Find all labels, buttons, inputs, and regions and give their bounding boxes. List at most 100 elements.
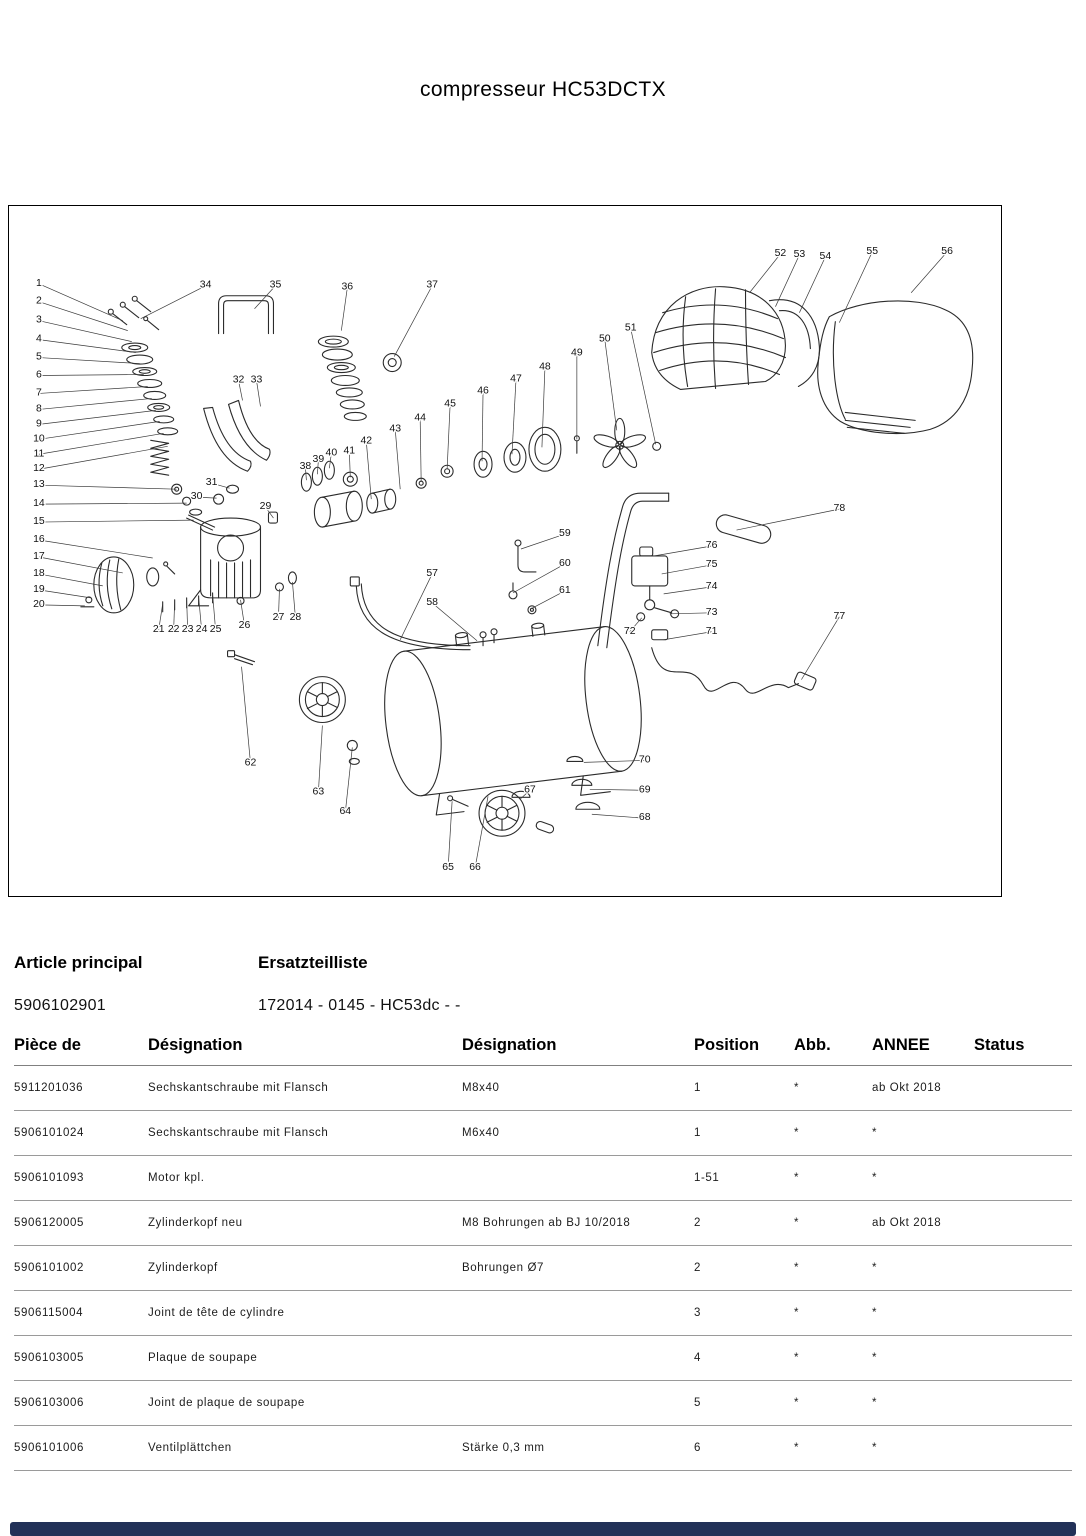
callout-37: 37 bbox=[426, 280, 438, 291]
table-cell-0: 5906101024 bbox=[14, 1110, 148, 1156]
callout-46: 46 bbox=[477, 385, 489, 396]
leader-line-10 bbox=[38, 421, 160, 440]
leader-line-1 bbox=[38, 283, 123, 321]
callout-67: 67 bbox=[524, 784, 536, 795]
callout-72: 72 bbox=[624, 626, 636, 637]
article-info-section: Article principal 5906102901 Ersatzteill… bbox=[14, 953, 1072, 1023]
column-header-6: Status bbox=[974, 1036, 1072, 1066]
callout-43: 43 bbox=[389, 423, 401, 434]
diagram-artwork bbox=[80, 286, 974, 837]
callout-15: 15 bbox=[33, 516, 45, 527]
table-cell-0: 5906101093 bbox=[14, 1155, 148, 1201]
callout-69: 69 bbox=[639, 784, 651, 795]
table-cell-6 bbox=[974, 1335, 1072, 1381]
table-cell-6 bbox=[974, 1290, 1072, 1336]
table-cell-5: * bbox=[872, 1110, 974, 1156]
callout-11: 11 bbox=[33, 448, 44, 459]
column-header-2: Désignation bbox=[462, 1036, 694, 1066]
callout-3: 3 bbox=[36, 315, 42, 326]
leader-line-5 bbox=[38, 357, 140, 364]
callout-21: 21 bbox=[153, 624, 165, 635]
leader-line-20 bbox=[38, 604, 85, 607]
callout-39: 39 bbox=[313, 454, 325, 465]
leader-line-69 bbox=[589, 788, 645, 791]
callout-29: 29 bbox=[260, 501, 272, 512]
table-cell-2: M8x40 bbox=[462, 1065, 694, 1111]
callout-63: 63 bbox=[313, 786, 325, 797]
callout-27: 27 bbox=[273, 612, 285, 623]
leader-line-74 bbox=[663, 586, 712, 595]
table-cell-0: 5906120005 bbox=[14, 1200, 148, 1246]
table-cell-5: ab Okt 2018 bbox=[872, 1065, 974, 1111]
leader-line-73 bbox=[669, 612, 712, 615]
table-cell-4: * bbox=[794, 1155, 872, 1201]
callout-60: 60 bbox=[559, 558, 571, 569]
callout-48: 48 bbox=[539, 362, 551, 373]
leader-line-39 bbox=[317, 460, 319, 475]
table-cell-3: 2 bbox=[694, 1245, 794, 1291]
callout-52: 52 bbox=[775, 248, 787, 259]
table-cell-1: Plaque de soupape bbox=[148, 1335, 462, 1381]
leader-line-31 bbox=[211, 482, 230, 489]
callout-26: 26 bbox=[239, 620, 251, 631]
ersatzteilliste-value: 172014 - 0145 - HC53dc - - bbox=[258, 997, 461, 1014]
leader-line-29 bbox=[265, 506, 274, 519]
footer-bar bbox=[10, 1522, 1076, 1536]
leader-line-57 bbox=[399, 573, 433, 640]
table-cell-1: Motor kpl. bbox=[148, 1155, 462, 1201]
leader-line-50 bbox=[604, 339, 618, 431]
callout-50: 50 bbox=[599, 334, 611, 345]
leader-line-52 bbox=[749, 253, 781, 293]
callout-36: 36 bbox=[341, 282, 353, 293]
callout-73: 73 bbox=[706, 607, 718, 618]
table-cell-1: Joint de plaque de soupape bbox=[148, 1380, 462, 1426]
callout-18: 18 bbox=[33, 568, 45, 579]
leader-line-55 bbox=[839, 251, 873, 323]
callout-64: 64 bbox=[339, 806, 351, 817]
leader-line-37 bbox=[393, 285, 433, 357]
leader-line-65 bbox=[447, 801, 453, 869]
column-header-3: Position bbox=[694, 1036, 794, 1066]
leader-line-28 bbox=[292, 581, 296, 618]
leader-line-68 bbox=[591, 813, 645, 819]
leader-line-61 bbox=[530, 590, 566, 610]
callout-47: 47 bbox=[510, 373, 522, 384]
table-cell-0: 5906115004 bbox=[14, 1290, 148, 1336]
callout-33: 33 bbox=[251, 374, 263, 385]
table-cell-5: * bbox=[872, 1245, 974, 1291]
leader-line-4 bbox=[38, 339, 136, 353]
callout-42: 42 bbox=[360, 435, 372, 446]
leader-line-15 bbox=[38, 519, 194, 523]
table-cell-6 bbox=[974, 1245, 1072, 1291]
table-cell-2 bbox=[462, 1155, 694, 1201]
callout-5: 5 bbox=[36, 352, 42, 363]
callout-70: 70 bbox=[639, 754, 651, 765]
leader-line-7 bbox=[38, 386, 148, 394]
table-cell-3: 3 bbox=[694, 1290, 794, 1336]
table-cell-2: M8 Bohrungen ab BJ 10/2018 bbox=[462, 1200, 694, 1246]
leader-line-67 bbox=[519, 790, 531, 800]
table-cell-3: 1-51 bbox=[694, 1155, 794, 1201]
table-cell-1: Zylinderkopf neu bbox=[148, 1200, 462, 1246]
table-cell-3: 1 bbox=[694, 1065, 794, 1111]
page-title: compresseur HC53DCTX bbox=[419, 78, 667, 101]
callout-76: 76 bbox=[706, 540, 718, 551]
callout-51: 51 bbox=[625, 323, 637, 334]
table-cell-1: Sechskantschraube mit Flansch bbox=[148, 1110, 462, 1156]
callout-75: 75 bbox=[706, 559, 718, 570]
leader-line-66 bbox=[474, 796, 489, 869]
leader-line-9 bbox=[38, 410, 156, 425]
leader-line-70 bbox=[583, 760, 645, 763]
callout-59: 59 bbox=[559, 528, 571, 539]
callout-61: 61 bbox=[559, 585, 571, 596]
callout-68: 68 bbox=[639, 812, 651, 823]
leader-line-58 bbox=[431, 602, 478, 642]
callout-20: 20 bbox=[33, 599, 45, 610]
table-cell-6 bbox=[974, 1200, 1072, 1246]
leader-line-78 bbox=[736, 508, 840, 531]
leader-line-62 bbox=[241, 666, 251, 764]
table-cell-0: 5906103006 bbox=[14, 1380, 148, 1426]
leader-line-54 bbox=[799, 256, 826, 313]
